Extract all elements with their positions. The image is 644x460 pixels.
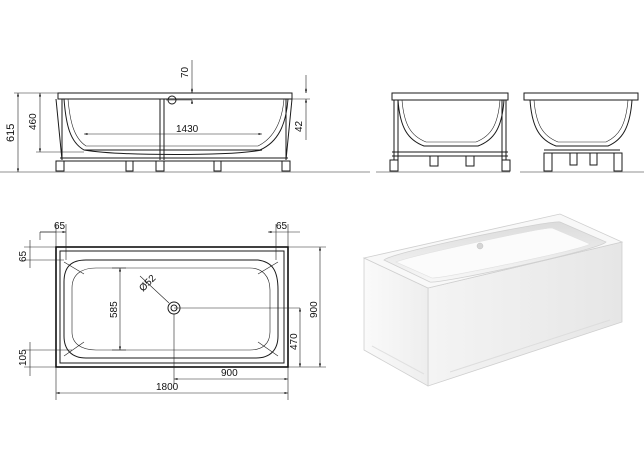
dim-height-total: 615 xyxy=(5,124,17,142)
dim-half-length: 900 xyxy=(221,368,238,379)
dim-drain-offset: 70 xyxy=(180,66,191,78)
end-elevation-view-feet xyxy=(520,92,644,173)
dim-drain-height: 42 xyxy=(294,120,305,132)
support-frame xyxy=(55,98,293,172)
tub-basin xyxy=(63,259,279,359)
dim-inner-width: 585 xyxy=(109,301,120,318)
dim-total-length: 1800 xyxy=(156,382,179,393)
dim-drain-from-bottom: 470 xyxy=(289,333,300,350)
tub-outline xyxy=(55,246,289,368)
side-elevation-view: 615 460 1430 70 42 xyxy=(0,60,370,173)
end-elevation-view-frame xyxy=(376,92,511,173)
bathtub-3d-render xyxy=(362,213,624,387)
dim-total-width: 900 xyxy=(309,301,320,318)
dim-top-margin: 65 xyxy=(18,250,29,262)
dim-height-rim: 460 xyxy=(28,113,39,130)
dim-side-margin-left: 65 xyxy=(54,221,66,232)
dim-side-margin-right: 65 xyxy=(276,221,288,232)
dim-bottom-margin: 105 xyxy=(18,349,29,366)
tub-rim xyxy=(57,92,293,100)
dim-inner-length: 1430 xyxy=(176,124,199,135)
plan-view: Ø52 65 65 65 585 105 470 xyxy=(18,221,326,400)
overflow-hole xyxy=(476,242,484,250)
